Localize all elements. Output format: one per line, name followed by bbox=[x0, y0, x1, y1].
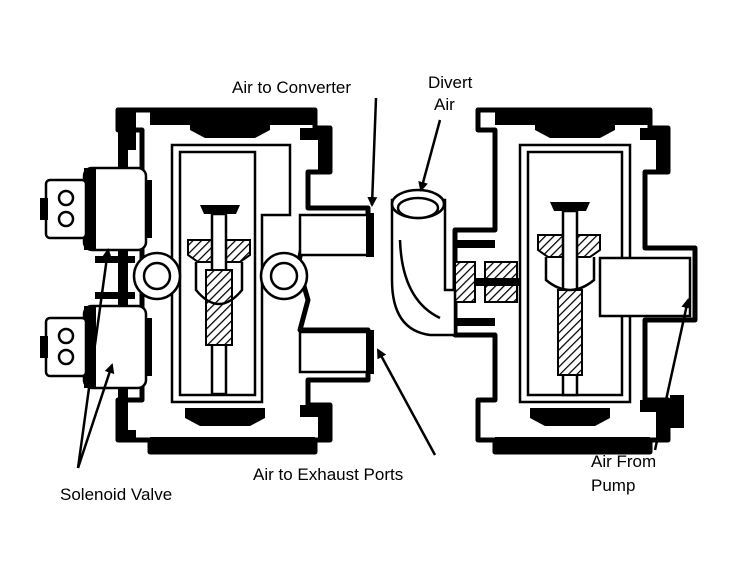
arrow-divert-air bbox=[418, 119, 442, 192]
air-from-pump-label-line2: Pump bbox=[591, 476, 636, 495]
arrow-solenoid-lower bbox=[76, 363, 115, 469]
leader-lines bbox=[76, 97, 692, 469]
arrow-to-converter bbox=[367, 97, 378, 207]
arrow-exhaust-ports bbox=[376, 348, 437, 456]
left-valve-body bbox=[95, 107, 374, 455]
right-valve-body bbox=[452, 107, 698, 455]
solenoid-lower bbox=[40, 304, 152, 390]
divert-air-label-line2: Air bbox=[434, 95, 455, 114]
air-to-converter-label: Air to Converter bbox=[232, 78, 352, 97]
arrow-solenoid-upper bbox=[76, 248, 112, 469]
divert-air-label-line1: Divert bbox=[428, 73, 473, 92]
air-from-pump-label-line1: Air From bbox=[591, 452, 657, 471]
solenoid-valve-label: Solenoid Valve bbox=[60, 485, 173, 504]
divert-air-elbow bbox=[390, 188, 457, 337]
solenoid-upper bbox=[40, 166, 152, 252]
air-to-exhaust-ports-label: Air to Exhaust Ports bbox=[253, 465, 404, 484]
arrow-from-pump bbox=[653, 298, 692, 451]
